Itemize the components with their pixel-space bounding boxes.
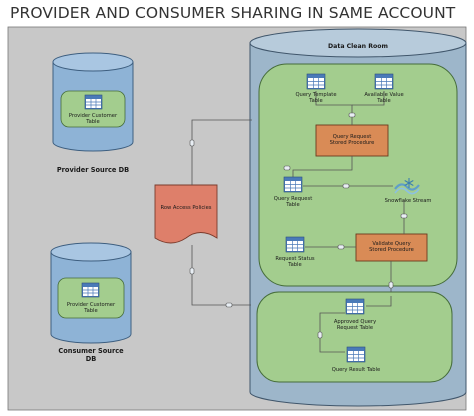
clean-room-lower-zone (256, 291, 453, 383)
available-value-table-icon (374, 73, 394, 90)
snowflake-stream-label: Snowflake Stream (384, 198, 432, 204)
data-clean-room-db (249, 28, 467, 407)
page-title: PROVIDER AND CONSUMER SHARING IN SAME AC… (10, 4, 456, 22)
consumer-source-db (50, 242, 132, 344)
row-access-policies-doc (154, 184, 218, 244)
snowflake-stream-icon (394, 178, 420, 195)
row-access-policies-label: Row Access Policies (160, 205, 212, 211)
approved-query-request-table-icon (345, 298, 365, 315)
query-result-table-icon (346, 346, 366, 363)
query-request-table-label: Query Request Table (273, 196, 313, 209)
consumer-customer-table-icon (81, 282, 100, 298)
request-status-table-label: Request Status Table (275, 256, 315, 269)
table-icons (81, 73, 394, 363)
query-request-table-icon (283, 176, 303, 193)
consumer-source-db-label: Consumer Source DB (58, 347, 124, 363)
provider-source-db-label: Provider Source DB (56, 166, 130, 174)
request-status-table-icon (285, 236, 305, 253)
provider-customer-table-label: Provider Customer Table (68, 113, 118, 126)
approved-query-request-table-label: Approved Query Request Table (333, 319, 377, 332)
consumer-customer-table-label: Provider Customer Table (66, 302, 116, 315)
data-clean-room-title: Data Clean Room (328, 43, 388, 50)
connector-markers (189, 112, 408, 339)
query-template-table-icon (306, 73, 326, 90)
validate-query-sp-label: Validate Query Stored Procedure (369, 241, 414, 254)
available-value-table-label: Available Value Table (364, 92, 404, 105)
query-request-sp-label: Query Request Stored Procedure (329, 134, 375, 147)
query-request-sp-box (315, 124, 389, 157)
query-result-table-label: Query Result Table (331, 367, 381, 373)
clean-room-upper-zone (258, 63, 458, 287)
provider-customer-table-icon (84, 94, 103, 110)
validate-query-sp-box (355, 233, 428, 262)
query-template-table-label: Query Template Table (295, 92, 337, 105)
